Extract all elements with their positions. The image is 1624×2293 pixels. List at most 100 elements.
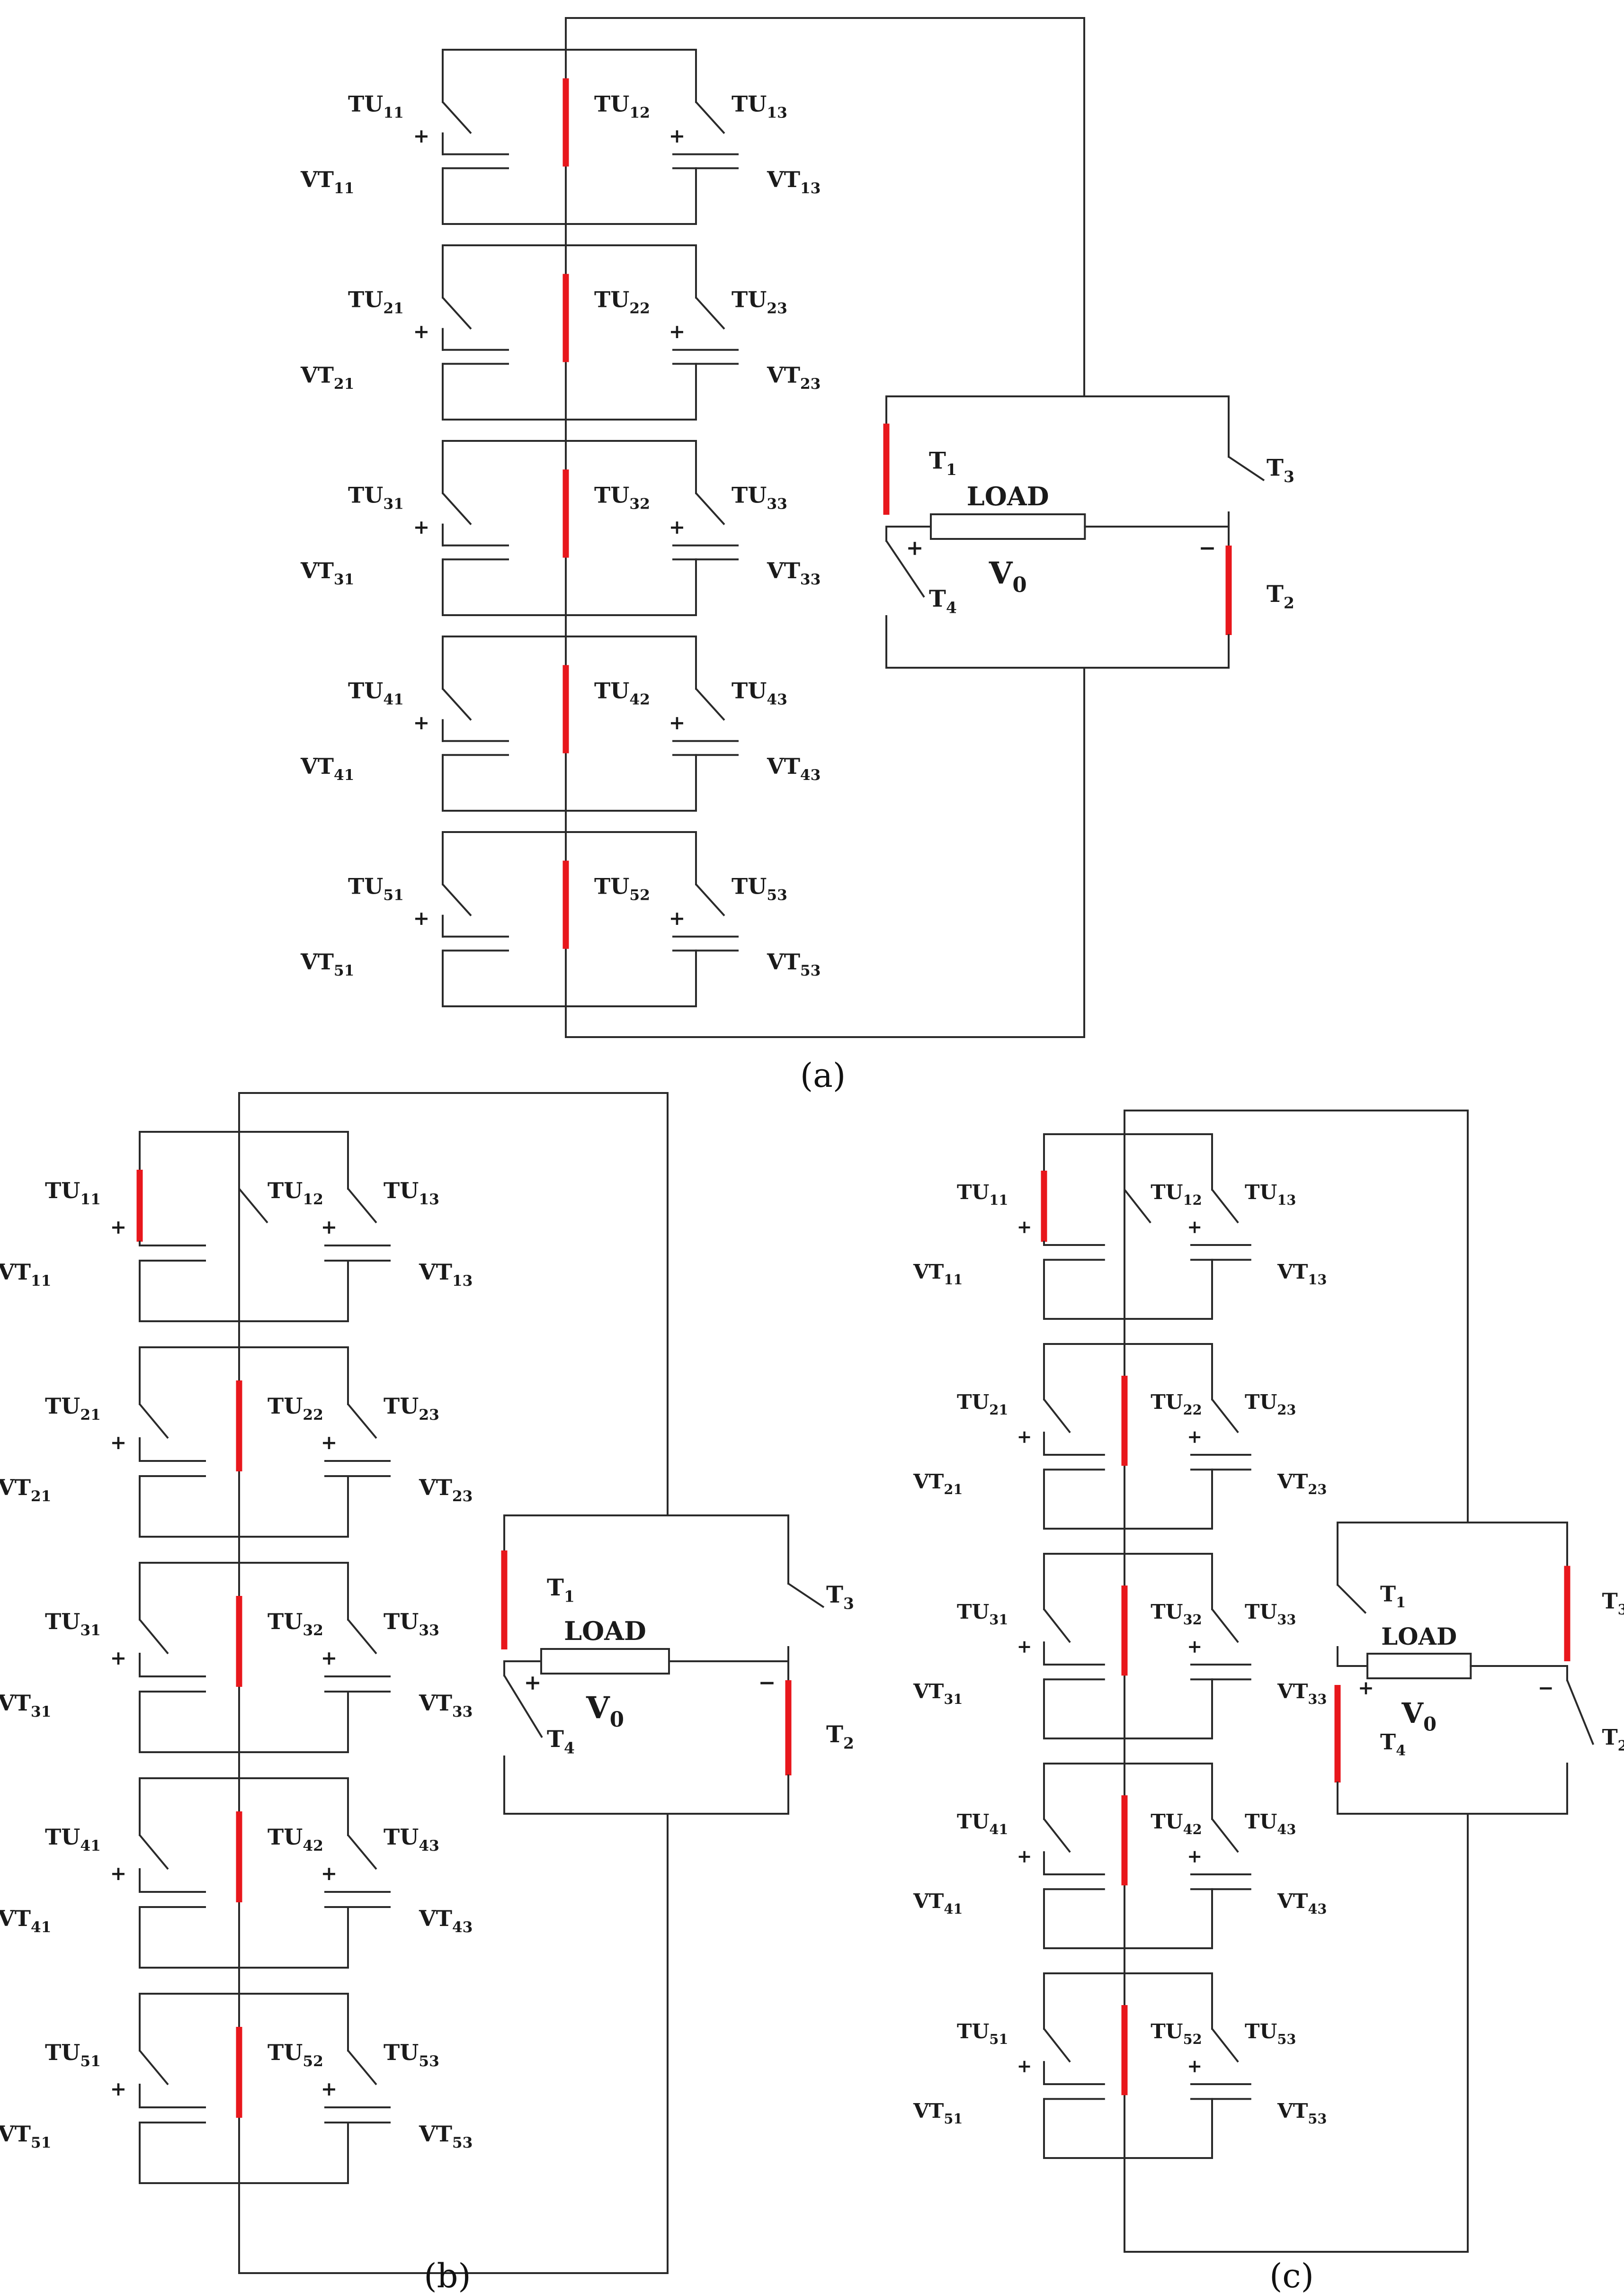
open-switch-TU43 — [347, 1834, 377, 1870]
label-VT53-subscript: 53 — [1308, 2111, 1327, 2127]
label-T4: T4 — [1380, 1730, 1406, 1759]
label-T2-main: T — [826, 1721, 843, 1748]
battery-VT43 — [1190, 1873, 1251, 1890]
label-VT51-main: VT — [0, 2121, 31, 2147]
label-TU12-main: TU — [594, 91, 629, 116]
open-switch-TU23 — [1211, 1398, 1239, 1433]
label-VT21-main: VT — [0, 1475, 31, 1500]
label-VT51: VT51 — [913, 2099, 963, 2127]
label-TU11-main: TU — [957, 1180, 989, 1204]
plus-sign: + — [1017, 1636, 1032, 1657]
load-label: LOAD — [1381, 1622, 1457, 1650]
label-TU12-main: TU — [268, 1178, 303, 1203]
label-T1: T1 — [1380, 1582, 1406, 1611]
label-TU42-subscript: 42 — [1183, 1821, 1202, 1837]
label-VT23-subscript: 23 — [1308, 1481, 1327, 1497]
label-TU23-subscript: 23 — [1277, 1402, 1296, 1418]
label-VT33-main: VT — [767, 558, 800, 583]
label-TU33: TU33 — [732, 482, 787, 512]
label-TU32-main: TU — [268, 1609, 303, 1634]
label-VT53: VT53 — [1277, 2099, 1327, 2127]
battery-VT11 — [140, 1245, 206, 1262]
label-T4-subscript: 4 — [564, 1739, 575, 1757]
label-TU11: TU11 — [45, 1178, 101, 1208]
open-switch-TU41 — [1043, 1818, 1071, 1853]
label-TU53-main: TU — [1245, 2019, 1277, 2043]
label-TU43-subscript: 43 — [1277, 1821, 1296, 1837]
label-TU52: TU52 — [594, 873, 650, 904]
label-TU23-main: TU — [384, 1393, 419, 1419]
label-T4: T4 — [929, 586, 957, 617]
plus-sign: + — [110, 1431, 127, 1454]
label-TU21-main: TU — [45, 1393, 80, 1419]
open-switch-TU13 — [695, 101, 725, 134]
output-voltage-label-subscript: 0 — [1012, 573, 1026, 597]
label-TU53: TU53 — [732, 873, 787, 904]
label-VT31-subscript: 31 — [944, 1691, 963, 1707]
load-plus-sign: + — [1358, 1676, 1374, 1699]
label-TU31-subscript: 31 — [383, 495, 404, 512]
label-VT41-main: VT — [0, 1906, 31, 1931]
label-TU52-main: TU — [1151, 2019, 1183, 2043]
label-VT31-main: VT — [0, 1690, 31, 1716]
label-TU52-subscript: 52 — [629, 887, 650, 904]
label-TU21-subscript: 21 — [80, 1406, 101, 1424]
label-VT11: VT11 — [913, 1260, 963, 1288]
label-TU11-main: TU — [348, 91, 383, 116]
label-VT31-main: VT — [913, 1679, 944, 1703]
open-switch-T3 — [787, 1583, 825, 1608]
label-TU41-subscript: 41 — [989, 1821, 1008, 1837]
label-VT33-subscript: 33 — [452, 1703, 473, 1720]
label-T2-subscript: 2 — [843, 1734, 854, 1753]
label-TU43-main: TU — [1245, 1809, 1277, 1833]
plus-sign: + — [1187, 1845, 1202, 1867]
label-VT41-subscript: 41 — [334, 767, 355, 784]
label-VT23-subscript: 23 — [452, 1488, 473, 1505]
label-TU31-main: TU — [957, 1600, 989, 1623]
label-TU21: TU21 — [45, 1393, 101, 1424]
battery-VT41 — [443, 740, 509, 756]
label-TU12: TU12 — [268, 1178, 323, 1208]
label-VT33-main: VT — [1277, 1679, 1308, 1703]
battery-VT23 — [324, 1460, 391, 1477]
label-TU33-subscript: 33 — [767, 495, 787, 512]
open-switch-TU51 — [1043, 2028, 1071, 2063]
plus-sign: + — [1187, 1426, 1202, 1447]
label-VT23: VT23 — [419, 1475, 473, 1505]
open-switch-T3 — [1228, 456, 1265, 482]
battery-VT41 — [140, 1891, 206, 1908]
plus-sign: + — [110, 2077, 127, 2100]
label-TU23: TU23 — [732, 287, 787, 317]
load-minus-sign: − — [1199, 536, 1216, 560]
plus-sign: + — [321, 2077, 338, 2100]
label-TU12: TU12 — [1151, 1180, 1202, 1208]
label-VT33-subscript: 33 — [800, 571, 821, 588]
label-T3-main: T — [826, 1582, 843, 1608]
label-VT51-subscript: 51 — [944, 2111, 963, 2127]
load-minus-sign: − — [758, 1671, 776, 1695]
label-T4-subscript: 4 — [946, 599, 957, 617]
label-VT41-subscript: 41 — [944, 1901, 963, 1917]
open-switch-TU31 — [1043, 1608, 1071, 1643]
label-TU22-main: TU — [268, 1393, 303, 1419]
label-VT13: VT13 — [767, 167, 821, 197]
plus-sign: + — [1187, 1216, 1202, 1237]
label-TU41: TU41 — [957, 1809, 1008, 1837]
label-TU52: TU52 — [268, 2040, 323, 2070]
label-TU53-subscript: 53 — [419, 2053, 439, 2070]
load-resistor — [540, 1648, 670, 1675]
label-VT11: VT11 — [300, 167, 354, 197]
label-VT31-subscript: 31 — [334, 571, 355, 588]
label-VT21-main: VT — [300, 362, 334, 388]
label-TU23: TU23 — [384, 1393, 439, 1424]
load-resistor — [1366, 1653, 1472, 1679]
label-VT43: VT43 — [1277, 1889, 1327, 1917]
label-TU33: TU33 — [1245, 1600, 1296, 1628]
